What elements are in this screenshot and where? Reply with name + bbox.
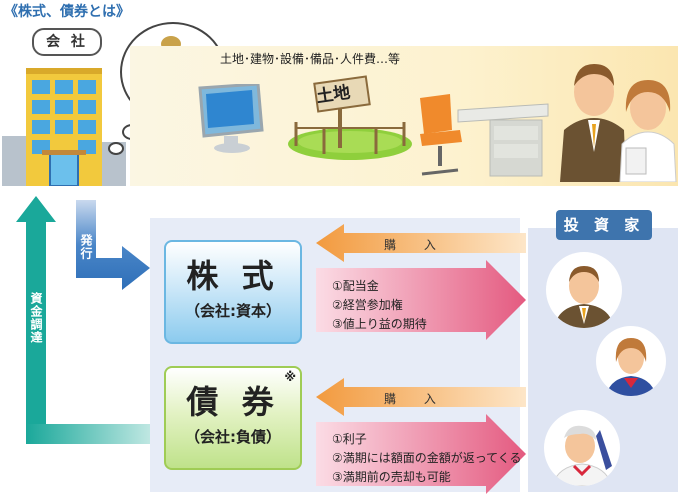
page-title: 《株式、債券とは》 [4, 4, 130, 20]
bond-return-item: ①利子 [332, 432, 367, 446]
stock-returns-list: ①配当金 ②経営参加権 ③値上り益の期待 [332, 277, 427, 334]
issue-arrow [76, 200, 150, 290]
investor-label: 投 資 家 [556, 210, 652, 240]
bond-return-item: ③満期前の売却も可能 [332, 470, 451, 484]
issue-label: 発行 [79, 234, 93, 260]
businesswoman-icon [606, 338, 656, 396]
bond-purchase-label: 購 入 [384, 392, 448, 406]
stock-return-item: ③値上り益の期待 [332, 317, 427, 331]
bond-return-arrow [316, 414, 526, 494]
bond-note-mark: ※ [284, 370, 296, 384]
stock-purchase-label: 購 入 [384, 238, 448, 252]
land-sign-text: 土地 [315, 82, 352, 108]
company-label: 会 社 [32, 28, 102, 56]
stock-return-item: ①配当金 [332, 279, 379, 293]
company-building-icon [2, 68, 126, 186]
land-icon [288, 75, 412, 160]
stock-purchase-arrow [316, 224, 526, 262]
investor-woman-avatar [596, 326, 666, 396]
funding-arrow [16, 196, 150, 444]
stock-box: 株 式 （会社:資本） [164, 240, 302, 344]
assets-text: 土地･建物･設備･備品･人件費…等 [220, 52, 401, 66]
elder-man-icon [551, 425, 613, 486]
businessman-icon [554, 266, 614, 328]
stock-return-arrow [316, 260, 526, 340]
stock-subtitle: （会社:資本） [185, 302, 281, 320]
bond-returns-list: ①利子 ②満期には額面の金額が返ってくる ③満期前の売却も可能 [332, 430, 522, 487]
bond-title: 債 券 [186, 383, 280, 421]
investor-man-avatar [546, 252, 622, 328]
computer-monitor-icon [198, 84, 264, 153]
investor-elder-avatar [544, 410, 620, 486]
bond-box: ※ 債 券 （会社:負債） [164, 366, 302, 470]
thought-dot-small [108, 142, 124, 155]
stock-return-item: ②経営参加権 [332, 298, 403, 312]
bond-return-item: ②満期には額面の金額が返ってくる [332, 451, 522, 465]
bond-purchase-arrow [316, 378, 526, 416]
funding-label: 資金調達 [29, 292, 43, 344]
stock-title: 株 式 [186, 257, 280, 295]
office-desk-icon [420, 94, 549, 177]
bond-subtitle: （会社:負債） [185, 428, 281, 446]
business-people-icon [560, 64, 677, 182]
